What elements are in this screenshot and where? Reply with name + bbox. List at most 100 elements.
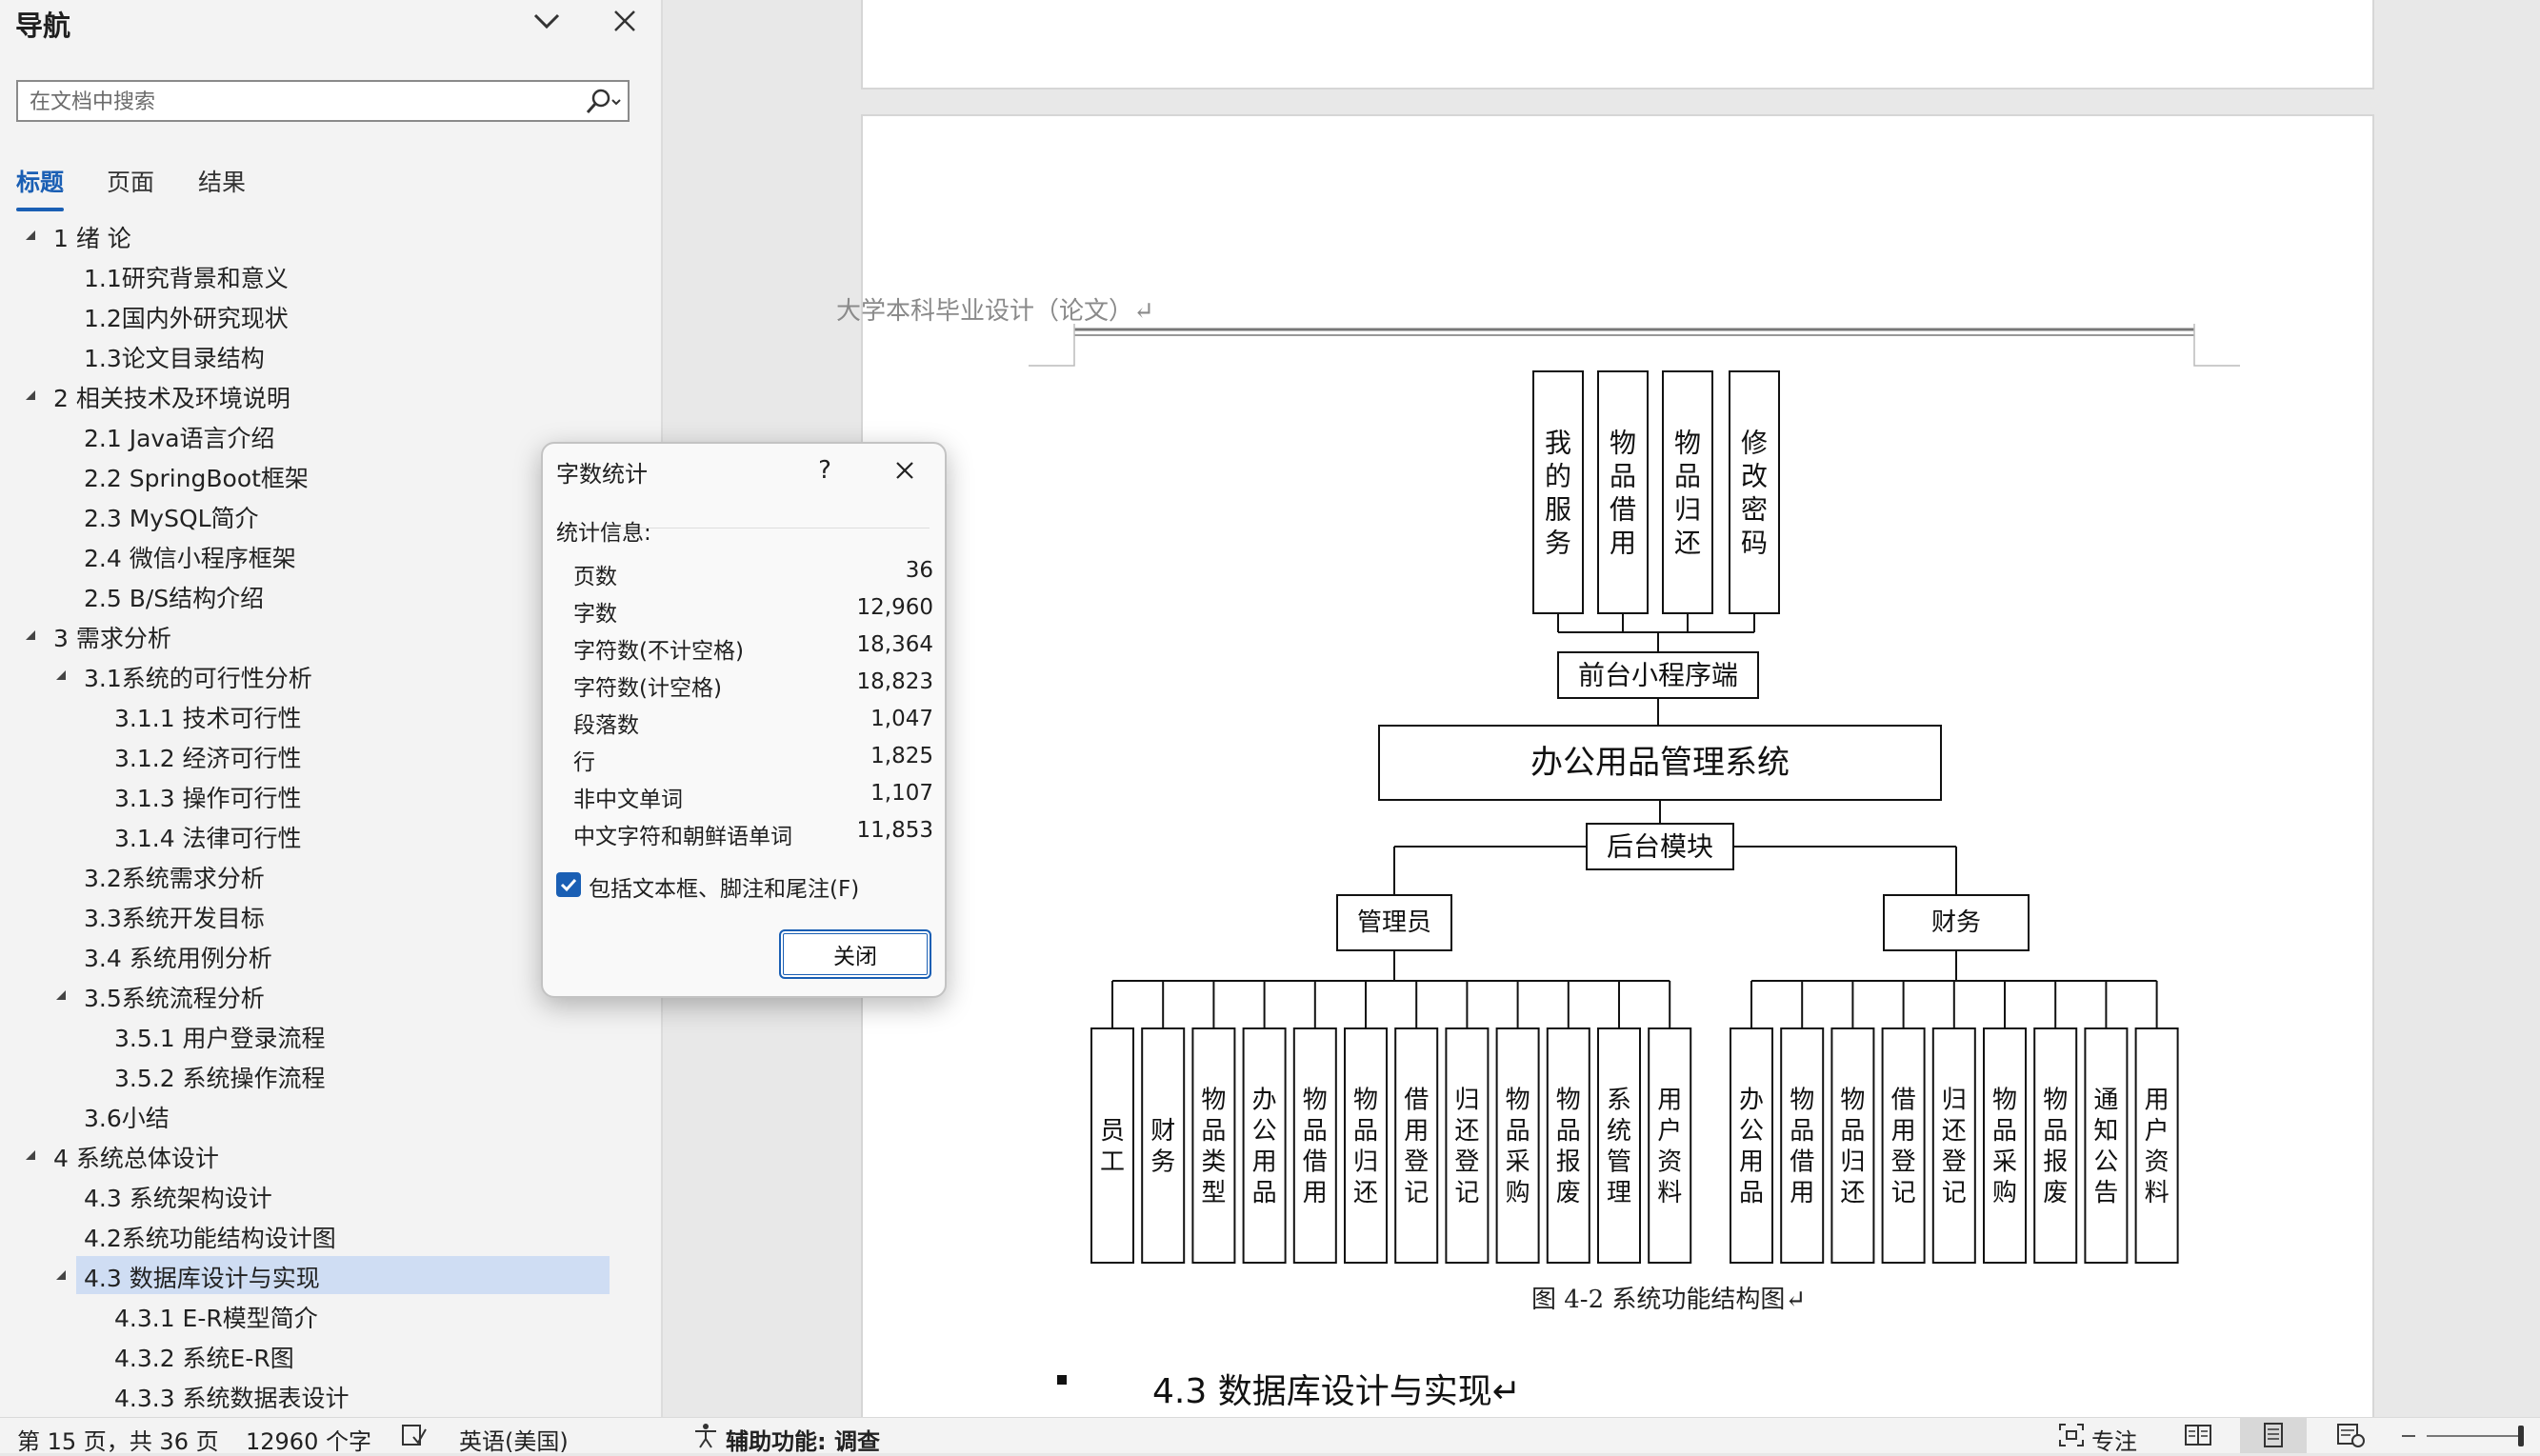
nav-heading-item[interactable]: 4.3.2 系统E-R图 (0, 1336, 657, 1376)
nav-heading-item[interactable]: 1.1研究背景和意义 (0, 256, 657, 296)
admin-node-label: 管理员 (1357, 908, 1431, 937)
expanded-triangle-icon[interactable] (23, 388, 38, 403)
nav-heading-label: 2.4 微信小程序框架 (84, 545, 296, 572)
nav-heading-label: 3.5.2 系统操作流程 (114, 1065, 326, 1092)
search-icon (586, 89, 621, 113)
nav-heading-item[interactable]: 2.5 B/S结构介绍 (0, 576, 657, 616)
word-count[interactable]: 12960 个字 (246, 1428, 371, 1455)
finance-item-box (1881, 1027, 1926, 1264)
nav-heading-item[interactable]: 2.1 Java语言介绍 (0, 416, 657, 456)
stat-label: 字符数(计空格) (573, 676, 722, 701)
focus-mode-button[interactable]: 专注 (2091, 1428, 2137, 1455)
expanded-triangle-icon[interactable] (53, 1267, 69, 1283)
nav-heading-item[interactable]: 4.3 数据库设计与实现 (0, 1256, 657, 1296)
expanded-triangle-icon[interactable] (53, 668, 69, 683)
nav-heading-label: 3.4 系统用例分析 (84, 945, 272, 972)
stat-value: 36 (905, 558, 933, 583)
finance-item-label: 归还登记 (1942, 1086, 1967, 1207)
nav-heading-item[interactable]: 2 相关技术及环境说明 (0, 376, 657, 416)
admin-item-label: 物品类型 (1201, 1086, 1226, 1207)
stat-label: 中文字符和朝鲜语单词 (573, 825, 792, 849)
nav-heading-item[interactable]: 2.3 MySQL简介 (0, 496, 657, 536)
include-textbox-checkbox[interactable] (556, 872, 581, 897)
finance-item-box (1931, 1027, 1976, 1264)
nav-heading-item[interactable]: 3.1系统的可行性分析 (0, 656, 657, 696)
expanded-triangle-icon[interactable] (53, 987, 69, 1003)
include-textbox-label[interactable]: 包括文本框、脚注和尾注(F) (589, 877, 860, 902)
nav-heading-item[interactable]: 3.3系统开发目标 (0, 896, 657, 936)
admin-item-label: 办公用品 (1252, 1086, 1277, 1207)
admin-item-box (1546, 1027, 1590, 1264)
nav-heading-item[interactable]: 1 绪 论 (0, 216, 657, 256)
stat-value: 1,107 (870, 781, 933, 806)
nav-heading-item[interactable]: 4.3 系统架构设计 (0, 1176, 657, 1216)
expanded-triangle-icon[interactable] (23, 1147, 38, 1163)
admin-item-box (1344, 1027, 1388, 1264)
nav-options-button[interactable] (526, 2, 568, 40)
finance-item-label: 物品采购 (1992, 1086, 2017, 1207)
nav-heading-item[interactable]: 3.1.3 操作可行性 (0, 776, 657, 816)
admin-item-box (1648, 1027, 1692, 1264)
nav-heading-item[interactable]: 1.2国内外研究现状 (0, 296, 657, 336)
front-item-label: 物品借用 (1610, 427, 1636, 558)
nav-heading-item[interactable]: 3.4 系统用例分析 (0, 936, 657, 976)
nav-heading-item[interactable]: 3.1.2 经济可行性 (0, 736, 657, 776)
nav-heading-item[interactable]: 4.3.1 E-R模型简介 (0, 1296, 657, 1336)
figure-caption: 图 4-2 系统功能结构图↵ (1531, 1286, 1807, 1314)
expanded-triangle-icon[interactable] (23, 628, 38, 643)
focus-icon (2059, 1424, 2084, 1446)
nav-heading-item[interactable]: 4.2系统功能结构设计图 (0, 1216, 657, 1256)
nav-heading-item[interactable]: 3.2系统需求分析 (0, 856, 657, 896)
nav-heading-item[interactable]: 2.4 微信小程序框架 (0, 536, 657, 576)
stat-label: 行 (573, 750, 595, 775)
expanded-triangle-icon[interactable] (23, 228, 38, 243)
nav-close-button[interactable] (606, 2, 644, 40)
search-button[interactable] (582, 86, 626, 118)
nav-heading-item[interactable]: 4 系统总体设计 (0, 1136, 657, 1176)
web-layout-icon[interactable] (2335, 1422, 2366, 1448)
page-count[interactable]: 第 15 页，共 36 页 (17, 1428, 219, 1455)
nav-heading-label: 3.1.3 操作可行性 (114, 785, 302, 812)
admin-item-label: 归还登记 (1454, 1086, 1479, 1207)
language-indicator[interactable]: 英语(美国) (459, 1428, 569, 1455)
function-structure-diagram: 我的服务物品借用物品归还修改密码前台小程序端办公用品管理系统后台模块管理员财务员… (1090, 370, 2179, 1264)
nav-heading-item[interactable]: 3 需求分析 (0, 616, 657, 656)
close-button[interactable]: 关闭 (779, 929, 931, 979)
nav-heading-label: 3.5系统流程分析 (84, 985, 265, 1012)
nav-heading-item[interactable]: 3.1.4 法律可行性 (0, 816, 657, 856)
nav-heading-item[interactable]: 3.5.1 用户登录流程 (0, 1016, 657, 1056)
admin-item-box (1191, 1027, 1236, 1264)
section-heading: 4.3 数据库设计与实现↵ (1152, 1372, 1521, 1411)
close-icon (614, 10, 635, 31)
help-button[interactable]: ? (818, 456, 831, 485)
tab-pages[interactable]: 页面 (107, 169, 155, 196)
zoom-out-button[interactable] (2402, 1435, 2415, 1437)
finance-item-box (2134, 1027, 2179, 1264)
tab-results[interactable]: 结果 (198, 169, 247, 196)
dialog-close-button[interactable] (886, 451, 924, 489)
read-mode-icon[interactable] (2183, 1422, 2213, 1448)
heading-bullet (1057, 1375, 1067, 1385)
print-layout-icon[interactable] (2259, 1422, 2288, 1448)
nav-heading-item[interactable]: 3.6小结 (0, 1096, 657, 1136)
front-item-label: 修改密码 (1741, 427, 1768, 558)
stat-value: 18,364 (856, 632, 933, 657)
tab-headings[interactable]: 标题 (16, 169, 65, 196)
accessibility-status[interactable]: 辅助功能: 调查 (726, 1428, 880, 1455)
nav-heading-item[interactable]: 4.3.3 系统数据表设计 (0, 1376, 657, 1416)
admin-item-box (1141, 1027, 1186, 1264)
selected-heading-highlight (76, 1256, 610, 1294)
nav-heading-item[interactable]: 3.5系统流程分析 (0, 976, 657, 1016)
nav-heading-item[interactable]: 3.5.2 系统操作流程 (0, 1056, 657, 1096)
zoom-slider-thumb[interactable] (2518, 1426, 2524, 1446)
zoom-slider[interactable] (2427, 1435, 2522, 1437)
admin-item-label: 物品借用 (1303, 1086, 1328, 1207)
proofing-icon[interactable] (400, 1422, 429, 1448)
front-item-box (1662, 370, 1713, 614)
finance-item-box (2033, 1027, 2078, 1264)
nav-heading-item[interactable]: 1.3论文目录结构 (0, 336, 657, 376)
search-input[interactable] (28, 86, 584, 118)
nav-heading-item[interactable]: 2.2 SpringBoot框架 (0, 456, 657, 496)
nav-heading-item[interactable]: 3.1.1 技术可行性 (0, 696, 657, 736)
